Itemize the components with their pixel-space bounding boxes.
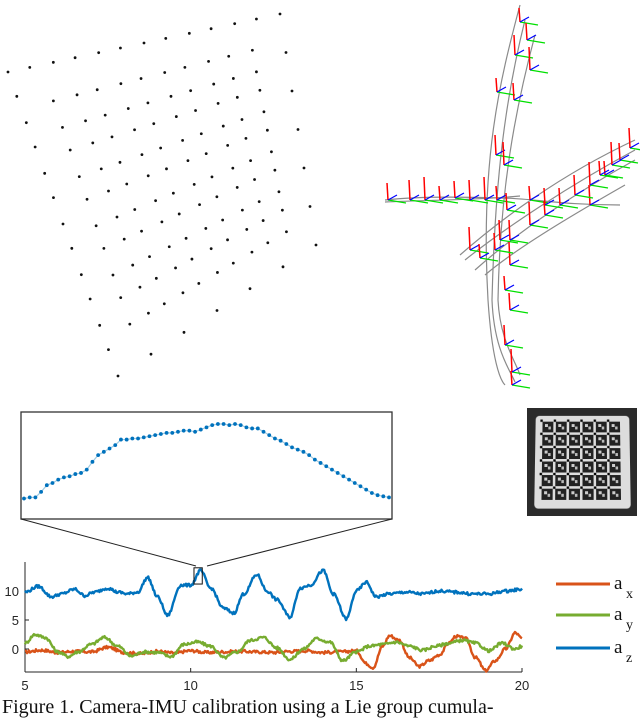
svg-text:10: 10 — [5, 584, 19, 599]
zoom-inset-plot — [20, 411, 393, 567]
trajectory-3d-plot — [384, 4, 640, 389]
checkerboard — [534, 415, 631, 509]
svg-text:5: 5 — [21, 678, 28, 693]
svg-text:20: 20 — [515, 678, 529, 693]
svg-text:10: 10 — [183, 678, 197, 693]
svg-text:15: 15 — [349, 678, 363, 693]
svg-text:5: 5 — [12, 613, 19, 628]
figure-caption: Figure 1. Camera-IMU calibration using a… — [2, 696, 494, 718]
projected-corner-points — [6, 12, 318, 378]
svg-text:z: z — [626, 651, 632, 666]
svg-text:0: 0 — [12, 642, 19, 657]
svg-text:a: a — [614, 604, 623, 625]
svg-text:a: a — [614, 573, 623, 594]
imu-acceleration-plot: 5 10 15 20 0 5 10 — [5, 562, 529, 693]
svg-text:a: a — [614, 637, 623, 658]
svg-text:y: y — [626, 618, 633, 633]
calibration-target-thumbnail — [527, 408, 637, 516]
svg-text:x: x — [626, 587, 633, 602]
